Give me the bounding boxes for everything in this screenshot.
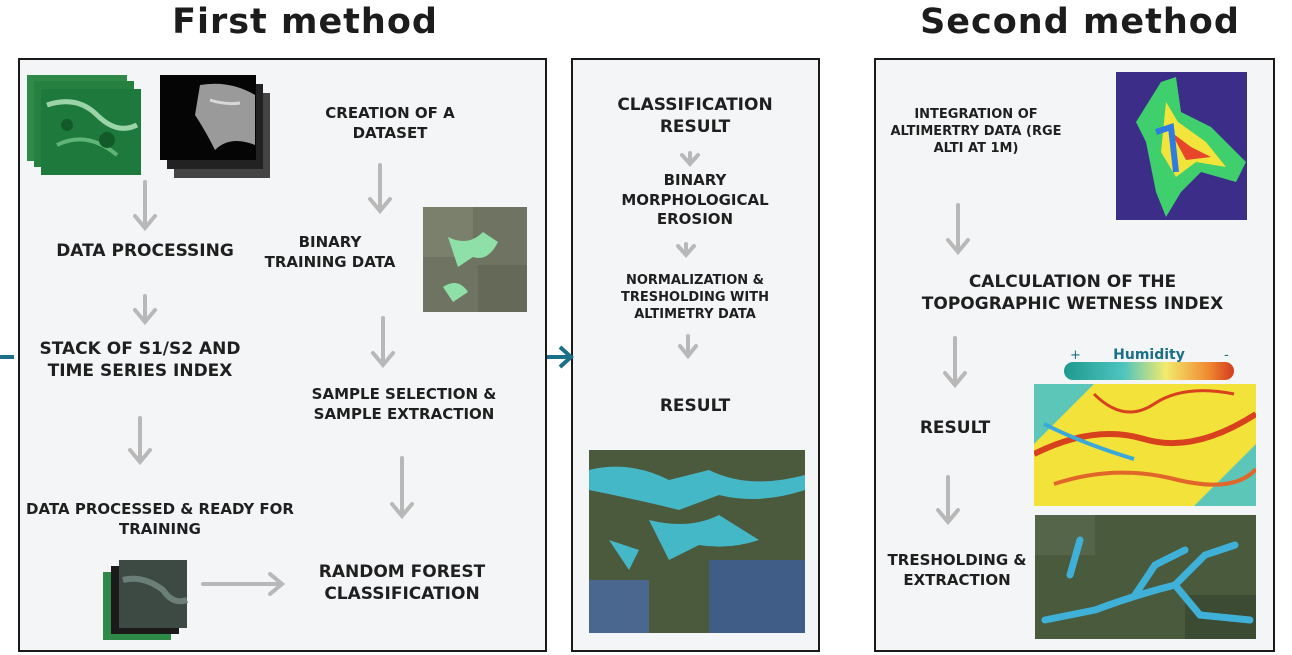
data-processed-label: DATA PROCESSED & READY FOR TRAINING (26, 500, 294, 538)
processed-data-image-stack (103, 560, 188, 640)
sentinel1-image-stack (160, 75, 270, 178)
legend-minus: - (1224, 348, 1229, 363)
wetness-index-label: CALCULATION OF THE TOPOGRAPHIC WETNESS I… (921, 272, 1224, 315)
middle-result-label: RESULT (659, 396, 731, 416)
humidity-legend: + Humidity - (1064, 347, 1234, 380)
second-method-title: Second method (920, 2, 1240, 42)
binary-training-image (423, 207, 527, 312)
stack-s1-s2-label: STACK OF S1/S2 AND TIME SERIES INDEX (39, 339, 241, 382)
gray-arrows (128, 151, 970, 596)
altimetry-integration-label: INTEGRATION OF ALTIMERTRY DATA (RGE ALTI… (890, 107, 1062, 156)
legend-title: Humidity (1113, 347, 1185, 363)
sentinel2-image-stack (27, 75, 141, 175)
humidity-gradient-bar (1064, 362, 1234, 380)
random-forest-label: RANDOM FOREST CLASSIFICATION (318, 562, 486, 605)
binary-erosion-label: BINARY MORPHOLOGICAL EROSION (621, 171, 769, 228)
binary-training-data-label: BINARY TRAINING DATA (264, 233, 396, 271)
wetness-index-map (1034, 384, 1256, 506)
classification-result-label: CLASSIFICATION RESULT (617, 95, 773, 138)
classification-result-map (589, 450, 805, 633)
normalization-label: NORMALIZATION & TRESHOLDING WITH ALTIMET… (621, 273, 769, 322)
thresholding-extraction-label: TRESHOLDING & EXTRACTION (887, 551, 1027, 589)
altimetry-dem-image (1116, 72, 1247, 220)
creation-dataset-label: CREATION OF A DATASET (325, 104, 455, 142)
sample-selection-label: SAMPLE SELECTION & SAMPLE EXTRACTION (311, 385, 497, 423)
extraction-result-map (1035, 515, 1256, 639)
legend-plus: + (1070, 348, 1081, 363)
second-result-label: RESULT (919, 418, 991, 438)
data-processing-label: DATA PROCESSING (56, 241, 234, 261)
first-method-title: First method (172, 2, 438, 42)
connector-arrow (0, 345, 574, 369)
